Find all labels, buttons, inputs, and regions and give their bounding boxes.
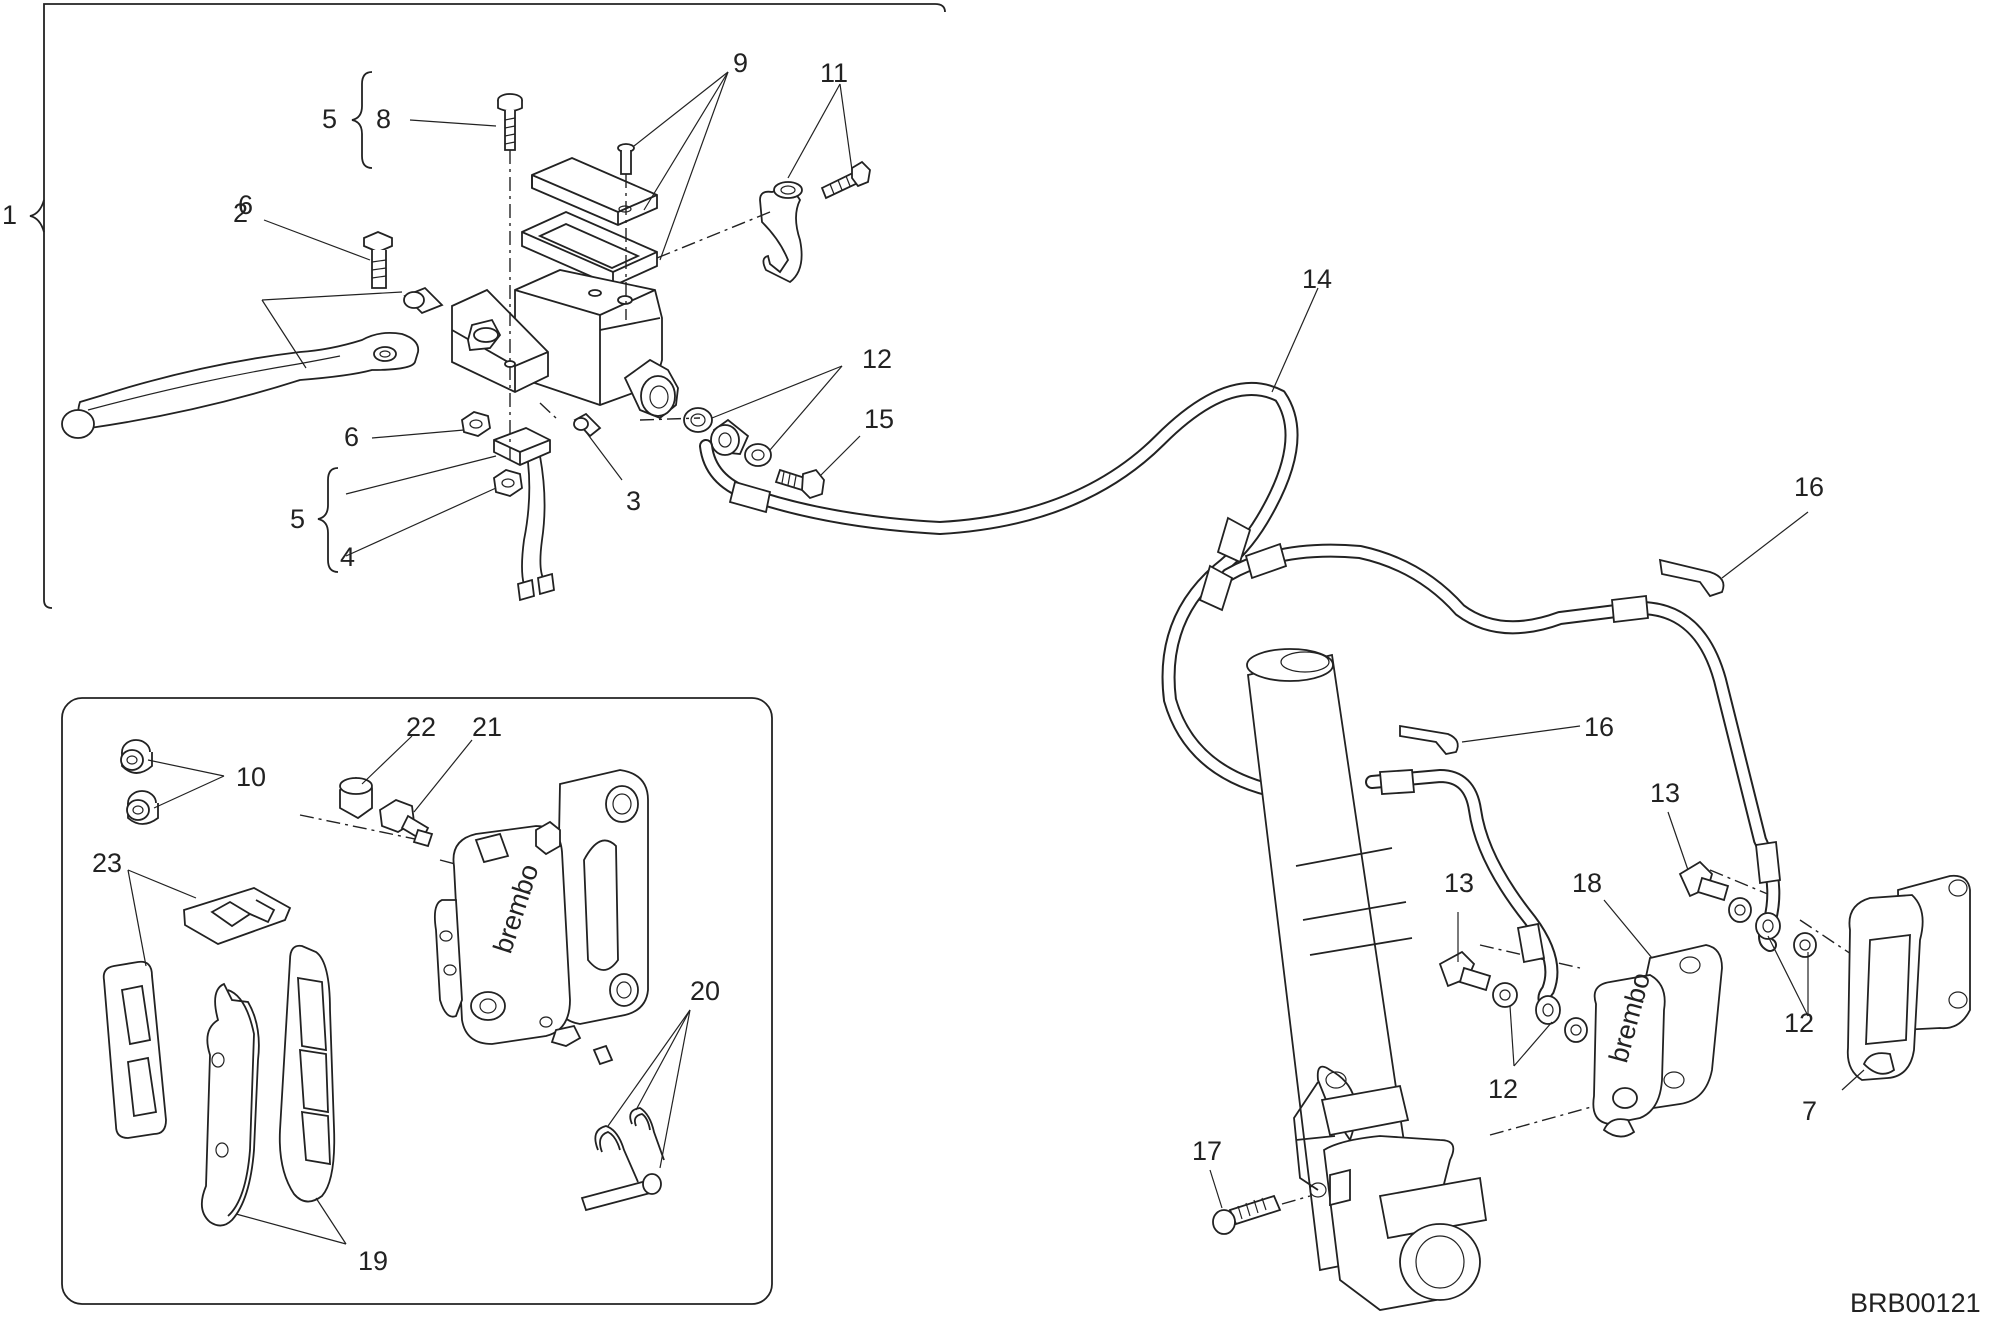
reservoir-cap-part: [531, 157, 658, 226]
sub-bracket-5-top: [351, 71, 373, 169]
nut-6-part: [461, 411, 491, 437]
screw-8-part: [497, 93, 523, 151]
hose-clip-lower-part: [1399, 724, 1459, 755]
callout-16-upper: 16: [1794, 472, 1824, 502]
banjo-fitting-part: [683, 407, 772, 467]
caliper-18-part: brembo: [1592, 944, 1723, 1138]
bolt-17-part: [1212, 1194, 1311, 1235]
callout-4: 4: [340, 542, 355, 572]
callout-10: 10: [236, 762, 266, 792]
callout-13-right: 13: [1650, 778, 1680, 808]
brake-light-switch-part: [493, 427, 555, 602]
callout-16-lower: 16: [1584, 712, 1614, 742]
sub-bracket-5-bottom: [317, 467, 339, 573]
brake-lever-part: [61, 331, 420, 439]
inset-panel-caliper-detail: brembo: [61, 697, 773, 1305]
brake-hose-14: [699, 382, 1299, 797]
callout-6-bottom: 6: [344, 422, 359, 452]
callout-14: 14: [1302, 264, 1332, 294]
callout-20: 20: [690, 976, 720, 1006]
callout-6-top: 6: [238, 190, 253, 220]
callout-22: 22: [406, 712, 436, 742]
banjo-bolt-15-part: [774, 468, 825, 500]
callout-5-bottom: 5: [290, 504, 305, 534]
brake-hose-right: [1221, 543, 1781, 952]
callout-11: 11: [820, 58, 848, 88]
lever-pivot-block-part: [451, 288, 549, 393]
callout-13-left: 13: [1444, 868, 1474, 898]
fork-tube: [1246, 648, 1488, 1311]
pad-spring-23-part: [183, 887, 292, 945]
caliper-7-part: [1846, 874, 1971, 1081]
diagram-reference-code: BRB00121: [1850, 1288, 1981, 1318]
pad-shim-part: [102, 960, 167, 1139]
brake-pad-19-right-part: [278, 944, 336, 1203]
reservoir-gasket-part: [521, 211, 658, 287]
dust-cap-10-upper-part: [120, 739, 153, 774]
bleed-screw-13-left-part: [1438, 950, 1492, 992]
bleed-cap-22-part: [339, 776, 373, 820]
bleed-screw-13-right-part: [1678, 860, 1730, 902]
bleed-valve-21-part: [379, 799, 434, 848]
hose-clip-upper-part: [1658, 558, 1725, 598]
callout-7: 7: [1802, 1096, 1817, 1126]
screw-9-part: [617, 143, 635, 175]
cylinder-outlet-part: [623, 358, 679, 420]
callout-12-right-caliper: 12: [1784, 1008, 1814, 1038]
clamp-screw-part: [820, 160, 871, 200]
nut-4-part: [493, 469, 523, 497]
callout-17: 17: [1192, 1136, 1222, 1166]
handlebar-clamp-part: [759, 181, 803, 284]
callout-19: 19: [358, 1246, 388, 1276]
lever-pin-part: [403, 286, 444, 315]
screw-6-part: [363, 231, 393, 289]
callout-18: 18: [1572, 868, 1602, 898]
pushrod-part: [573, 412, 602, 438]
callout-23: 23: [92, 848, 122, 878]
callout-12-left-caliper: 12: [1488, 1074, 1518, 1104]
callout-3: 3: [626, 486, 641, 516]
hose-fittings: [728, 480, 1781, 964]
callout-labels: 1 2 3 4 5 5 6 6 7 8 9 10 11 12 12 12 13 …: [2, 48, 1824, 1276]
brake-hose-left: [1365, 768, 1559, 1012]
callout-5-top: 5: [322, 104, 337, 134]
callout-9: 9: [733, 48, 748, 78]
callout-21: 21: [472, 712, 502, 742]
pad-pins-20-part: [580, 1107, 665, 1212]
leader-lines: [127, 71, 1865, 1245]
master-cylinder-assembly: [61, 93, 871, 602]
callout-15: 15: [864, 404, 894, 434]
assembly-bracket-1: [29, 3, 946, 609]
callout-8: 8: [376, 104, 391, 134]
callout-1: 1: [2, 200, 17, 230]
caliper-washers: [1492, 897, 1817, 1043]
inset-caliper-body-part: brembo: [433, 769, 649, 1066]
callout-12-top: 12: [862, 344, 892, 374]
dust-cap-10-lower-part: [126, 790, 159, 825]
brake-pad-19-left-part: [200, 982, 260, 1227]
callout-2: 2: [233, 198, 248, 228]
